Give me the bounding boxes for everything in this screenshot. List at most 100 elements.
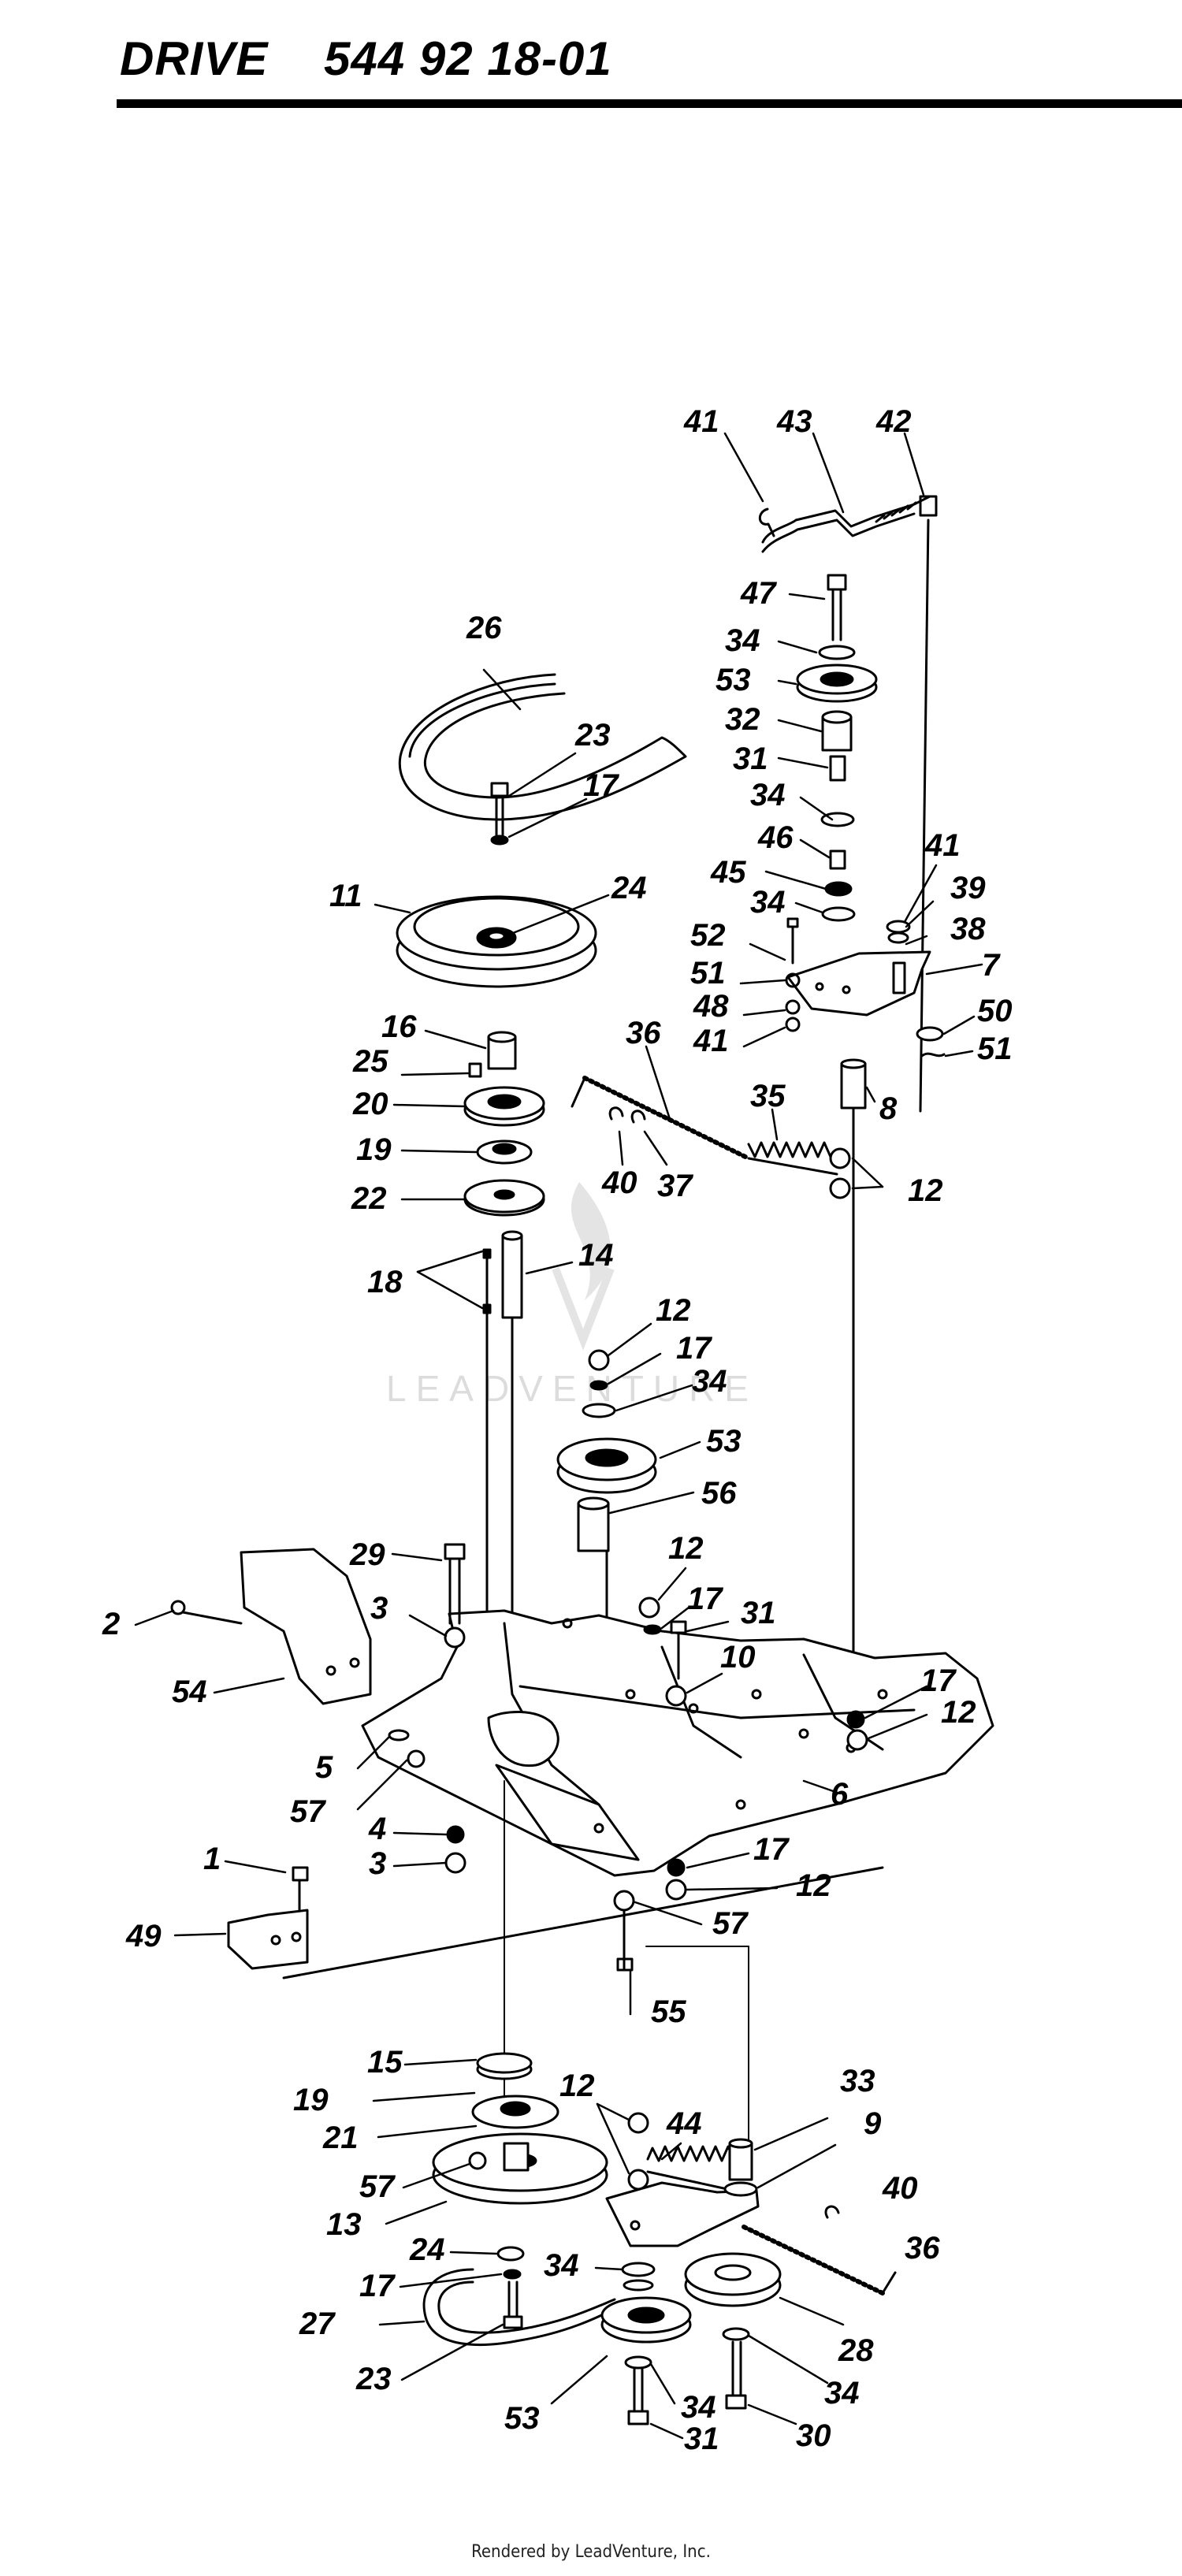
callout-label: 39 — [950, 871, 986, 905]
upper-bracket-7 — [786, 920, 931, 1017]
callout-label: 17 — [359, 2269, 396, 2303]
callout-label: 54 — [172, 1675, 207, 1709]
callout-label: 4 — [368, 1812, 386, 1846]
nuts-12-upper — [829, 1147, 851, 1199]
callout-label: 41 — [924, 828, 961, 863]
callout-label: 34 — [692, 1364, 727, 1399]
clip-48 — [916, 1026, 946, 1058]
callout-label: 18 — [367, 1265, 403, 1299]
drive-hub-stack — [463, 1031, 545, 1217]
callout-label: 45 — [710, 855, 746, 890]
washer-5-nut-57-left — [388, 1729, 426, 1768]
callout-label: 34 — [750, 885, 786, 920]
callout-label: 35 — [750, 1079, 786, 1113]
callout-label: 12 — [941, 1695, 976, 1730]
watermark: LEADVENTURE — [386, 1182, 758, 1409]
callout-label: 10 — [720, 1640, 756, 1675]
callout-label: 9 — [864, 2106, 882, 2141]
callout-label: 17 — [920, 1663, 957, 1698]
footer-credit: Rendered by LeadVenture, Inc. — [471, 2542, 711, 2562]
callout-label: 51 — [690, 956, 726, 991]
bottom-idler-53 — [600, 2262, 692, 2425]
callout-label: 12 — [796, 1868, 831, 1903]
callout-label: 22 — [351, 1181, 387, 1216]
callout-label: 43 — [776, 404, 812, 439]
callout-label: 42 — [875, 404, 912, 439]
callout-label: 40 — [601, 1165, 637, 1200]
callout-label: 21 — [322, 2121, 359, 2155]
callout-label: 34 — [824, 2376, 860, 2411]
middle-idler-stack — [556, 1349, 657, 1633]
callout-label: 28 — [838, 2333, 874, 2368]
callout-label: 24 — [611, 871, 647, 905]
callout-label: 8 — [879, 1091, 898, 1126]
callout-label: 25 — [352, 1044, 388, 1079]
callout-label: 34 — [725, 623, 760, 658]
callout-label: 36 — [905, 2231, 940, 2266]
main-pulley-11 — [396, 895, 597, 988]
callout-label: 19 — [356, 1132, 392, 1167]
bottom-bolt-23 — [496, 2246, 525, 2329]
callout-label: 57 — [290, 1794, 326, 1829]
callout-label: 53 — [716, 663, 751, 697]
pin-1-bracket-49 — [227, 1866, 884, 1979]
callout-label: 12 — [656, 1293, 691, 1328]
callout-label: 38 — [950, 912, 986, 946]
callout-label: 53 — [504, 2401, 540, 2436]
nut-4-3-left — [444, 1825, 466, 1874]
long-link-rod — [919, 519, 930, 1113]
callout-label: 3 — [369, 1846, 386, 1881]
callout-label: 24 — [409, 2232, 445, 2267]
sleeve-8 — [840, 1058, 867, 1664]
title-rule — [117, 99, 1182, 108]
pulley-28 — [684, 2252, 782, 2410]
idler-arm-9 — [605, 2138, 760, 2247]
callout-label: 34 — [750, 778, 786, 812]
callout-label: 17 — [753, 1832, 790, 1867]
callout-label: 31 — [741, 1596, 776, 1630]
callout-label: 52 — [690, 918, 726, 953]
small-bolt-50 — [785, 917, 801, 1032]
callout-label: 50 — [977, 994, 1013, 1028]
belt-26 — [398, 673, 687, 821]
callout-label: 56 — [701, 1476, 737, 1511]
callout-label: 47 — [740, 576, 777, 611]
screw-2 — [170, 1600, 243, 1625]
callout-label: 14 — [578, 1238, 614, 1273]
callout-label: 23 — [355, 2362, 392, 2396]
callout-label: 20 — [352, 1087, 388, 1121]
callout-label: 3 — [370, 1591, 388, 1626]
callout-label: 34 — [544, 2248, 579, 2283]
cable-36-bottom — [742, 2225, 885, 2295]
callout-label: 26 — [466, 611, 502, 645]
bolt-47 — [827, 574, 847, 641]
callout-label: 12 — [559, 2069, 595, 2103]
callout-label: 55 — [651, 1994, 686, 2029]
callout-label: 31 — [684, 2422, 719, 2456]
chassis-6 — [361, 1609, 994, 1877]
callout-label: 32 — [725, 702, 760, 737]
callout-label: 37 — [657, 1169, 693, 1203]
callout-label: 30 — [796, 2418, 831, 2453]
hairpin-clip-top — [758, 507, 775, 537]
callout-label: 17 — [583, 768, 619, 803]
callout-label: 44 — [666, 2106, 702, 2141]
control-rod — [761, 495, 938, 553]
callout-label: 29 — [349, 1537, 385, 1572]
callout-label: 23 — [574, 718, 611, 753]
callout-label: 31 — [733, 742, 768, 776]
upper-idler-pulley — [796, 645, 878, 922]
callout-label: 19 — [293, 2083, 329, 2117]
callout-label: 41 — [693, 1024, 729, 1058]
bracket-54 — [240, 1548, 372, 1705]
callout-label: 17 — [687, 1582, 723, 1616]
bottom-pulley-13 — [432, 2052, 608, 2205]
shaft-14 — [485, 1230, 523, 1756]
callout-label: 1 — [203, 1842, 221, 1876]
watermark-text: LEADVENTURE — [386, 1368, 758, 1409]
callout-label: 5 — [315, 1750, 333, 1785]
callout-label: 13 — [326, 2207, 362, 2242]
callout-label: 6 — [831, 1777, 849, 1812]
callout-label: 2 — [102, 1607, 120, 1641]
